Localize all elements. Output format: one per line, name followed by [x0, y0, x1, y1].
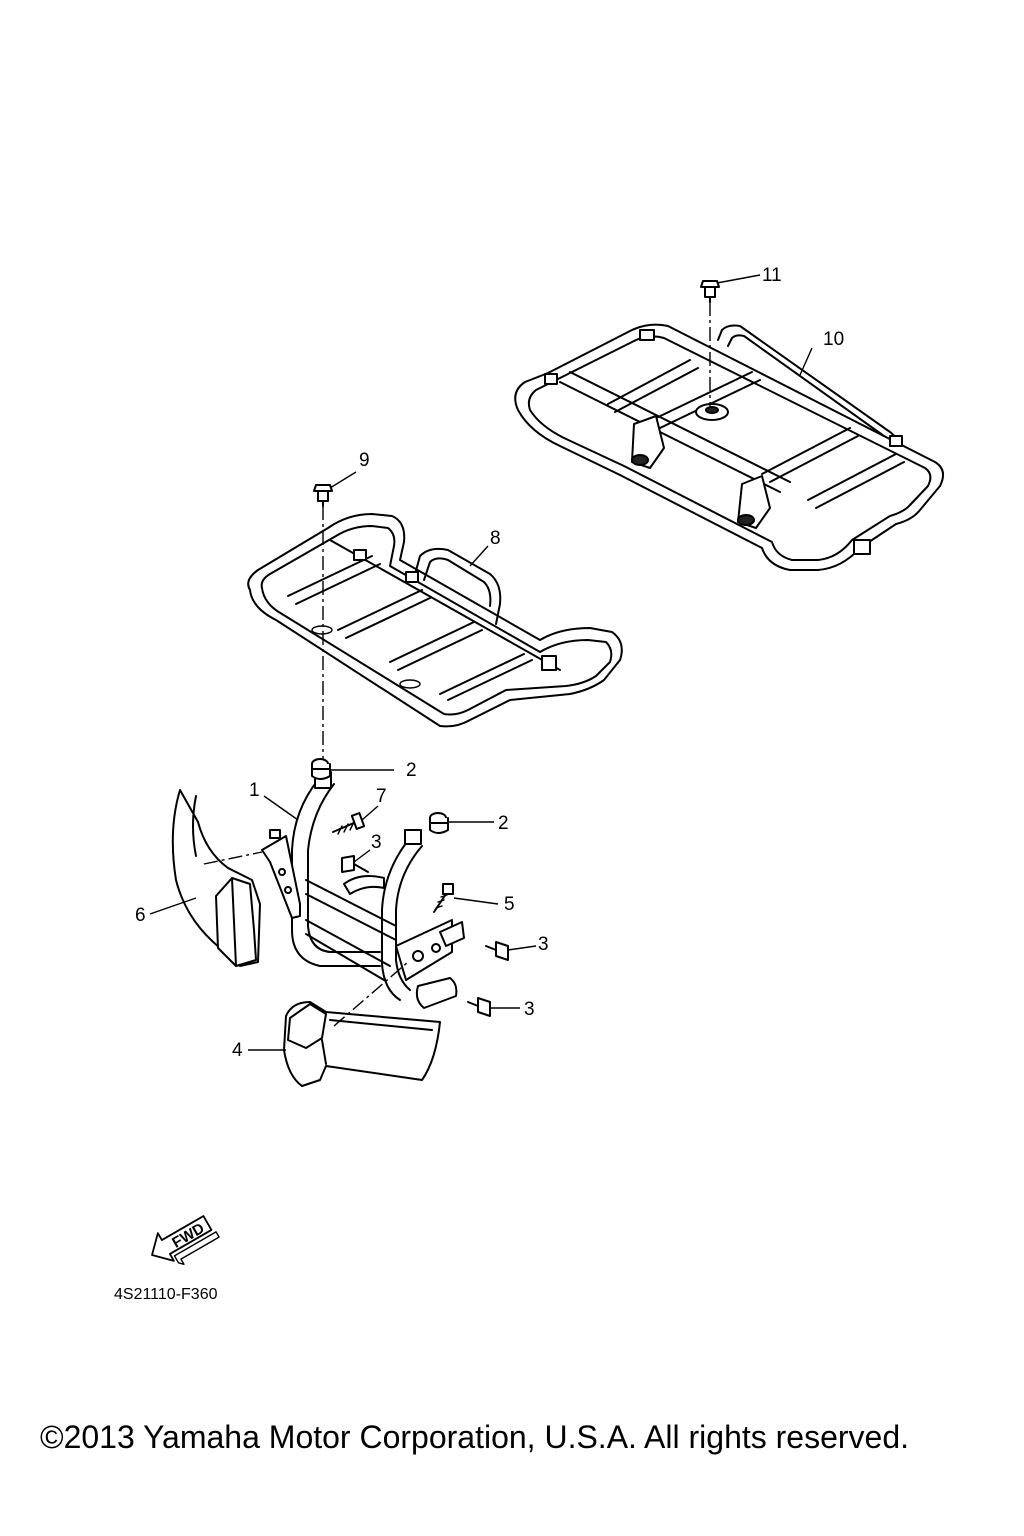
callout-8: 8	[490, 528, 501, 549]
copyright-notice: ©2013 Yamaha Motor Corporation, U.S.A. A…	[40, 1419, 909, 1455]
callout-5: 5	[504, 894, 515, 915]
front-guard-part-1[interactable]	[261, 771, 465, 1009]
bolt-part-9[interactable]	[313, 484, 333, 507]
bolt-part-11[interactable]	[700, 280, 720, 303]
rear-carrier-part-10[interactable]	[514, 323, 945, 571]
callout-2-upper: 2	[406, 760, 417, 781]
screw-part-5[interactable]	[433, 883, 454, 913]
front-carrier-part-8[interactable]	[247, 513, 623, 728]
cap-part-2-upper[interactable]	[311, 758, 331, 780]
assembly-line-6	[203, 851, 263, 865]
bolt-part-3-middle[interactable]	[485, 941, 509, 961]
callout-1: 1	[249, 780, 260, 801]
callout-6: 6	[135, 905, 146, 926]
cap-part-2-lower[interactable]	[429, 812, 449, 834]
callout-10: 10	[823, 329, 844, 350]
bolt-part-3-lower[interactable]	[467, 997, 491, 1017]
bolt-part-3-upper[interactable]	[341, 855, 369, 873]
fwd-arrow-icon: FWD	[151, 1215, 220, 1265]
callout-9: 9	[359, 450, 370, 471]
assembly-line-4	[333, 961, 409, 1027]
callout-2-lower: 2	[498, 813, 509, 834]
callout-leaders	[149, 274, 813, 1051]
callout-3-lower: 3	[524, 999, 535, 1020]
diagram-code: 4S21110-F360	[114, 1286, 218, 1303]
callout-7: 7	[376, 786, 387, 807]
callout-3-upper: 3	[371, 832, 382, 853]
callout-11: 11	[762, 265, 782, 286]
callout-3-middle: 3	[538, 934, 549, 955]
bumper-cover-part-6[interactable]	[171, 789, 261, 967]
bumper-cover-part-4[interactable]	[283, 1001, 441, 1087]
callout-4: 4	[232, 1040, 243, 1061]
screw-part-7[interactable]	[332, 812, 366, 835]
